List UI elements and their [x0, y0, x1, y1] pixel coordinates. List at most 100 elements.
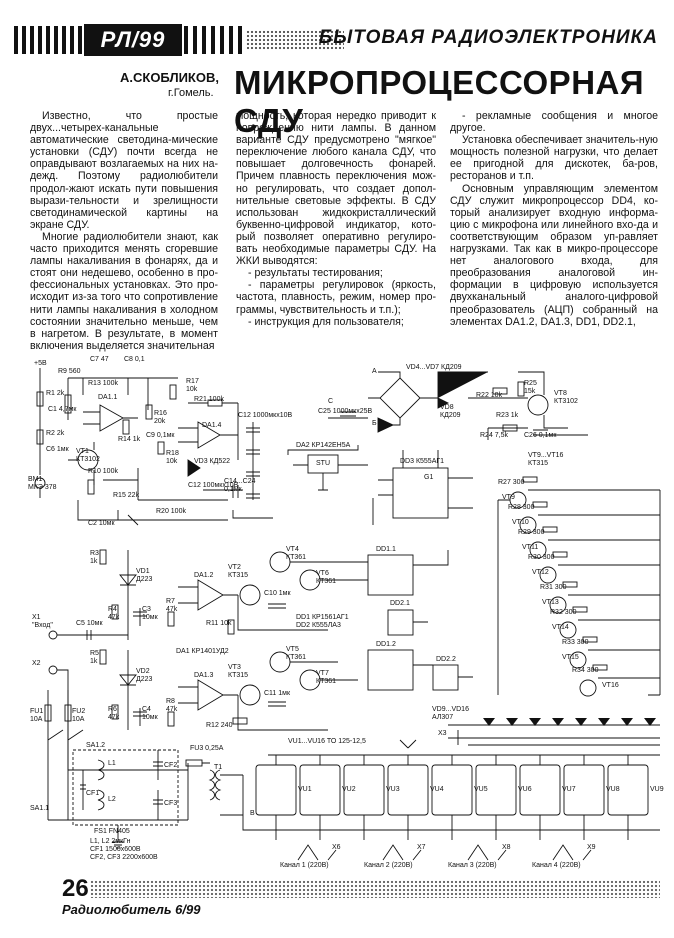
label-vu5: VU5	[474, 786, 488, 793]
label-ch1: Канал 1 (220В)	[280, 862, 329, 869]
label-x1: X1 "Вход"	[32, 614, 53, 629]
label-r18: R18 10k	[166, 450, 179, 465]
label-bm1: BM1 МКЭ 378	[28, 476, 57, 491]
label-x8: X8	[502, 844, 511, 851]
label-vt14: VT14	[552, 624, 569, 631]
label-da11: DA1.1	[98, 394, 118, 401]
label-fu1: FU1 10А	[30, 708, 44, 723]
label-c13: C12 1000мкх10В	[238, 412, 293, 419]
label-vt16: VT16	[602, 682, 619, 689]
label-cf-note-2: CF2, CF3 2200х600В	[90, 854, 158, 861]
label-r34: R34 300	[572, 667, 599, 674]
label-x9: X9	[587, 844, 596, 851]
label-dd2: DD2 К555ЛА3	[296, 622, 341, 629]
label-r3: R3 1k	[90, 550, 99, 565]
label-r22: R22 10k	[476, 392, 503, 399]
label-r5: R5 1k	[90, 650, 99, 665]
label-c7: C7 47	[90, 356, 109, 363]
header-stripes-left	[14, 26, 84, 54]
label-dd21: DD2.1	[390, 600, 410, 607]
paragraph: - результаты тестирования;	[248, 267, 383, 280]
label-t1: T1	[214, 764, 223, 771]
label-vt10: VT10	[512, 519, 529, 526]
label-r30: R30 300	[528, 554, 555, 561]
label-r2: R2 2k	[46, 430, 65, 437]
label-vt9-16: VT9...VT16 КТ315	[528, 452, 564, 467]
label-vu1: VU1	[298, 786, 312, 793]
label-r33: R33 300	[562, 639, 589, 646]
label-r15: R15 22k	[113, 492, 140, 499]
label-da13: DA1.3	[194, 672, 214, 679]
paragraph: Многие радиолюбители знают, как часто пр…	[30, 230, 218, 352]
label-vt11: VT11	[522, 544, 539, 551]
label-cf1: CF1	[86, 790, 100, 797]
label-ch3: Канал 3 (220В)	[448, 862, 497, 869]
label-c3: C3 10мк	[142, 606, 158, 621]
label-pt-a: А	[372, 368, 377, 375]
label-vt2: VT2 КТ315	[228, 564, 249, 579]
label-vt12: VT12	[532, 569, 549, 576]
label-r8: R8 47k	[166, 698, 178, 713]
label-x7: X7	[417, 844, 426, 851]
label-vu3: VU3	[386, 786, 400, 793]
label-c14: C14...C24 0,1мк	[224, 478, 256, 493]
label-c8: C8 0,1	[124, 356, 145, 363]
label-c5: C5 10мк	[76, 620, 103, 627]
label-dd22: DD2.2	[436, 656, 456, 663]
label-vd1: VD1 Д223	[136, 568, 153, 583]
journal-name: Радиолюбитель 6/99	[62, 902, 201, 917]
label-r9: R9 560	[58, 368, 81, 375]
label-fs1: FS1 FN405	[94, 828, 130, 835]
label-vt4: VT4 КТ361	[286, 546, 307, 561]
text-column-2: мощность, которая нередко приводит к пов…	[236, 110, 436, 328]
label-cf-note-1: CF1 1500х600В	[90, 846, 141, 853]
label-fu2: FU2 10А	[72, 708, 86, 723]
label-x2: X2	[32, 660, 41, 667]
label-c6: C6 1мк	[46, 446, 69, 453]
label-c25: C25 1000мкх25В	[318, 408, 373, 415]
label-ch2: Канал 2 (220В)	[364, 862, 413, 869]
article-author: А.СКОБЛИКОВ,	[120, 70, 219, 85]
label-dd3: DD3 К555АГ1	[400, 458, 445, 465]
paragraph: Известно, что простые двух...четырех-кан…	[30, 110, 218, 231]
label-da2: DA2 КР142ЕН5А	[296, 442, 351, 449]
label-dd1: DD1 КР1561АГ1	[296, 614, 349, 621]
label-r1: R1 2k	[46, 390, 65, 397]
label-pt-c: С	[328, 398, 334, 405]
label-vu4: VU4	[430, 786, 444, 793]
label-da12: DA1.2	[194, 572, 214, 579]
label-g1: G1	[424, 474, 434, 481]
label-r14: R14 1k	[118, 436, 141, 443]
label-r21: R21 100k	[194, 396, 224, 403]
label-vd2: VD2 Д223	[136, 668, 153, 683]
label-vt7: VT7 КТ361	[316, 670, 337, 685]
label-vu7: VU7	[562, 786, 576, 793]
paragraph: мощность, которая нередко приводит к пов…	[236, 110, 436, 268]
text-column-1: Известно, что простые двух...четырех-кан…	[30, 110, 218, 352]
circuit-schematic: +5В R9 560 C7 47 C8 0,1 R13 100k R1 2k C…	[28, 350, 664, 870]
label-sa12: SA1.2	[86, 742, 106, 749]
label-x6: X6	[332, 844, 341, 851]
paragraph: - параметры регулировок (яркость, частот…	[236, 279, 436, 316]
label-vt9: VT9	[502, 494, 515, 501]
label-vt8: VT8 КТ3102	[554, 390, 578, 405]
label-l1: L1	[108, 760, 116, 767]
paragraph: Основным управляющим элементом СДУ служи…	[450, 182, 658, 328]
label-plus5b: +5В	[34, 360, 47, 367]
label-l-note: L1, L2 2мкГн	[90, 838, 131, 845]
magazine-badge: РЛ/99	[84, 24, 182, 56]
label-l2: L2	[108, 796, 116, 803]
label-vu6: VU6	[518, 786, 532, 793]
label-fu3: FU3 0,25А	[190, 745, 224, 752]
label-r24: R24 7,5k	[480, 432, 509, 439]
label-x3: X3	[438, 730, 447, 737]
label-c11: C11 1мк	[264, 690, 291, 697]
label-vu8: VU8	[606, 786, 620, 793]
label-c1: C1 4,7мк	[48, 406, 77, 413]
section-title: БЫТОВАЯ РАДИОЭЛЕКТРОНИКА	[318, 27, 658, 48]
schematic-labels: +5В R9 560 C7 47 C8 0,1 R13 100k R1 2k C…	[28, 350, 664, 870]
label-sa11: SA1.1	[30, 805, 50, 812]
label-dd11: DD1.1	[376, 546, 396, 553]
label-r25: R25 15k	[524, 380, 537, 395]
label-dd12: DD1.2	[376, 641, 396, 648]
